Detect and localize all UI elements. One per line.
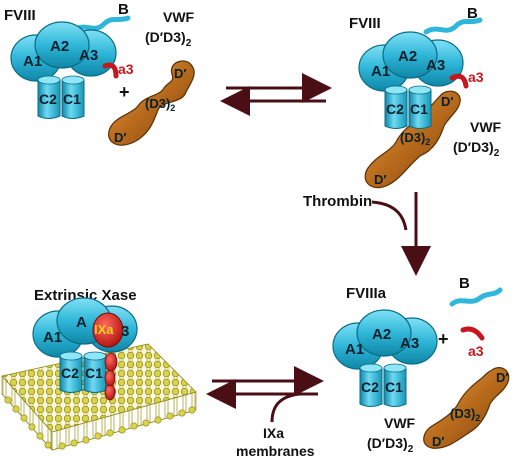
vwf-label: VWF (163, 9, 195, 25)
fviiia-bottom-right: FVIIIa B A1 A2 A3 C2 C1 + a3 D′ (D3)2 D′… (332, 275, 510, 455)
vwf-label: VWF (384, 415, 416, 431)
thrombin-step: Thrombin (303, 192, 431, 276)
c1-label: C1 (385, 379, 403, 395)
ixa-label: IXa (94, 322, 114, 337)
factor-ixa (92, 312, 124, 401)
a2-domain (382, 31, 438, 79)
c2-domain (359, 367, 383, 407)
b-domain (423, 17, 483, 35)
xase-title: Extrinsic Xase (34, 287, 137, 304)
a1-label: A1 (371, 63, 390, 80)
fviii-vwf-complex-top-right: FVIII B a3 A1 A2 A3 C2 C1 D′ (D3)2 D′ VW… (349, 5, 502, 189)
a2-label: A (76, 314, 87, 331)
c1-domain (408, 89, 432, 129)
ixa-label: IXa (263, 425, 284, 441)
a3-peptide (449, 73, 469, 89)
d-prime-top: D′ (174, 66, 187, 81)
a2-domain (34, 21, 90, 69)
c2-label: C2 (61, 365, 79, 381)
a3-peptide-label: a3 (468, 69, 484, 85)
a3-peptide-label: a3 (468, 343, 484, 359)
equilibrium-arrows-top (220, 73, 332, 116)
fviii-complex-top-left: FVIII B a3 A1 A2 A3 C2 C1 + (4, 1, 134, 119)
vwf-dd3-label: (D′D3)2 (367, 435, 414, 455)
b-domain-released (449, 287, 503, 307)
d-prime-bottom: D′ (374, 172, 387, 187)
b-label: B (467, 5, 478, 22)
equilibrium-arrows-bottom: IXa membranes (206, 366, 324, 459)
d-prime-bottom: D′ (114, 130, 127, 145)
plus-sign: + (119, 82, 130, 102)
fviii-label: FVIII (4, 7, 36, 24)
a3-peptide-label: a3 (118, 61, 134, 77)
a2-label: A2 (398, 48, 417, 65)
c2-label: C2 (39, 91, 57, 107)
a2-domain (356, 309, 412, 357)
d3-label: (D3)2 (450, 406, 480, 423)
b-label: B (459, 275, 470, 292)
a1-label: A1 (345, 341, 364, 358)
fviiia-label: FVIIIa (346, 285, 387, 302)
c2-label: C2 (361, 379, 379, 395)
c1-domain (61, 79, 85, 119)
vwf-top-left: VWF (D′D3)2 D′ (D3)2 D′ (108, 9, 195, 146)
d-prime-top: D′ (496, 370, 509, 385)
c1-label: C1 (410, 101, 428, 117)
b-label: B (118, 1, 129, 18)
d3-label: (D3)2 (145, 96, 175, 113)
c1-label: C1 (85, 365, 103, 381)
c1-label: C1 (63, 91, 81, 107)
a3-label-partial: 3 (121, 323, 129, 340)
a1-label: A1 (23, 53, 42, 70)
a3-label: A3 (79, 47, 98, 64)
vwf-dd3-label: (D′D3)2 (145, 29, 192, 49)
vwf-dimer (108, 60, 195, 146)
c2-domain (37, 79, 61, 119)
c2-domain (384, 89, 408, 129)
a3-peptide-released (460, 326, 485, 341)
a2-label: A2 (372, 326, 391, 343)
fviii-label: FVIII (349, 15, 381, 32)
a3-label: A3 (426, 57, 445, 74)
vwf-dimer-released (423, 367, 510, 449)
plus-sign: + (438, 329, 449, 349)
d3-label: (D3)2 (400, 130, 430, 147)
a3-label: A3 (400, 335, 419, 352)
a3-peptide (102, 62, 119, 79)
c1-domain (383, 367, 407, 407)
membranes-label: membranes (236, 443, 315, 459)
vwf-dd3-label: (D′D3)2 (453, 139, 500, 159)
d-prime-top: D′ (441, 94, 454, 109)
a1-label: A1 (43, 329, 62, 346)
d-prime-bottom: D′ (432, 434, 445, 449)
c2-domain (59, 355, 83, 393)
thrombin-label: Thrombin (303, 193, 372, 210)
b-domain (71, 15, 131, 33)
c2-label: C2 (386, 101, 404, 117)
a2-label: A2 (50, 38, 69, 55)
extrinsic-xase-complex: Extrinsic Xase (1, 287, 197, 451)
vwf-label: VWF (470, 119, 502, 135)
